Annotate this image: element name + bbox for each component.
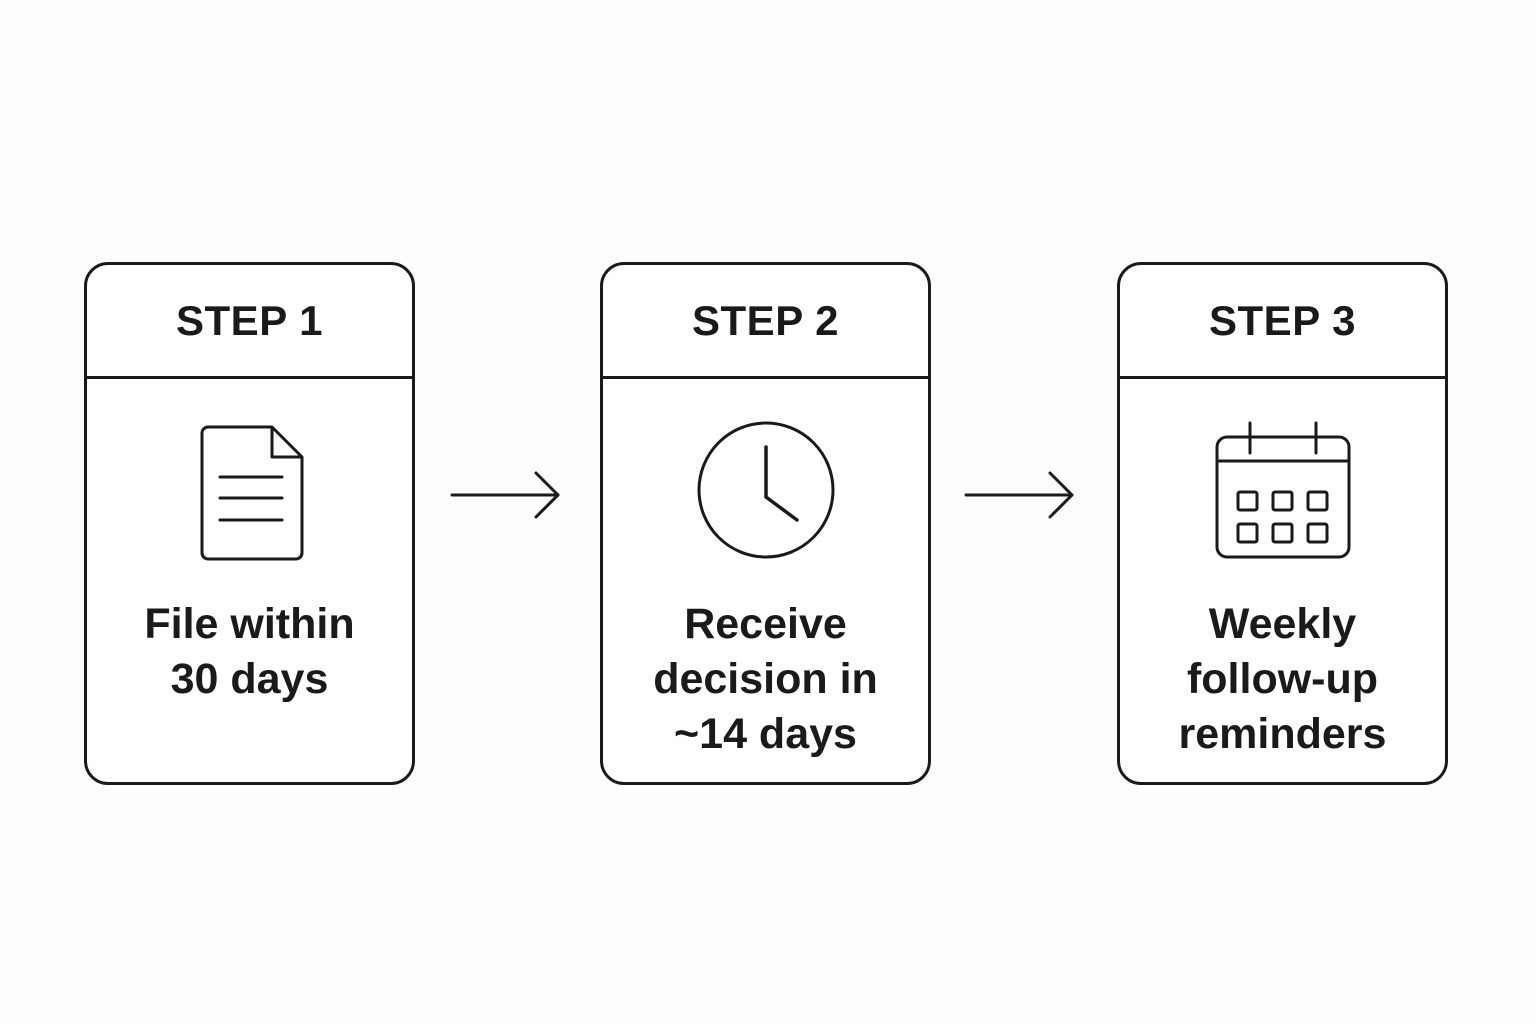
- step-3-card: STEP 3 Weekly follow-up reminders: [1117, 262, 1448, 785]
- step-1-description: File within 30 days: [97, 597, 402, 707]
- arrow-right-icon: [450, 471, 560, 519]
- step-1-title: STEP 1: [87, 265, 412, 379]
- step-2-description: Receive decision in ~14 days: [613, 597, 918, 762]
- step-2-line: decision in: [653, 655, 878, 703]
- arrow-right-icon: [964, 471, 1074, 519]
- step-3-line: reminders: [1178, 710, 1387, 758]
- step-2-title: STEP 2: [603, 265, 928, 379]
- step-3-line: Weekly: [1208, 600, 1357, 648]
- calendar-icon: [1120, 417, 1445, 563]
- step-3-description: Weekly follow-up reminders: [1130, 597, 1435, 762]
- step-1-line: 30 days: [170, 655, 329, 703]
- clock-icon: [603, 417, 928, 563]
- step-3-line: follow-up: [1186, 655, 1379, 703]
- step-1-line: File within: [144, 600, 355, 648]
- step-2-card: STEP 2 Receive decision in ~14 days: [600, 262, 931, 785]
- step-3-title: STEP 3: [1120, 265, 1445, 379]
- step-1-card: STEP 1 File within 30 days: [84, 262, 415, 785]
- step-2-line: Receive: [684, 600, 847, 648]
- document-icon: [87, 417, 412, 563]
- step-2-line: ~14 days: [674, 710, 857, 758]
